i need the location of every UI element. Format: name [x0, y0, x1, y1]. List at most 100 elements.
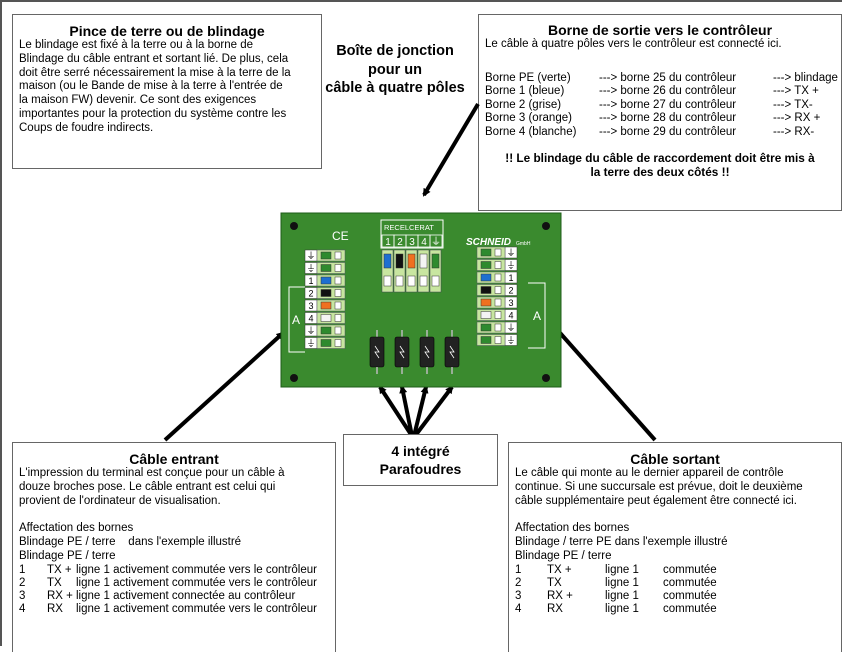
terminal-cell: Borne 2 (grise): [485, 98, 562, 111]
text-line: continue. Si une succursale est prévue, …: [515, 480, 803, 493]
clamp-lever: [431, 275, 440, 287]
wire-end: [480, 273, 492, 282]
surge-arrester: [444, 330, 460, 374]
clamp-lever: [494, 298, 502, 307]
row-description: ligne 1 activement connectée au contrôle…: [76, 589, 296, 602]
row-line: ligne 1: [605, 602, 639, 615]
text-line: douze broches pose. Le câble entrant est…: [19, 480, 276, 493]
row-signal: TX: [547, 576, 562, 589]
terminal-block: ⏚: [304, 324, 346, 337]
wire-end: [480, 323, 492, 332]
text-line: Affectation des bornes: [19, 522, 134, 535]
incoming-row: 3 RX + ligne 1 activement connectée au c…: [13, 590, 335, 603]
arrow-outgoing-to-board: [551, 323, 657, 442]
outgoing-cable-title: Câble sortant: [630, 451, 720, 467]
warning-line: la terre des deux côtés !!: [590, 165, 730, 180]
shield-clamp-text: Le blindage est fixé à la terre ou à la …: [13, 39, 321, 136]
terminal-cell: Borne 3 (orange): [485, 112, 572, 125]
outgoing-row: 1 TX + ligne 1 commutée: [509, 564, 841, 577]
text-line: doit être serré nécessairement la mise à…: [19, 66, 291, 79]
arrow-output-to-board: [422, 102, 480, 197]
clamp-lever: [494, 261, 502, 269]
mounting-hole: [290, 222, 298, 230]
brand-suffix: GmbH: [516, 241, 531, 247]
terminal-cell: Borne 1 (bleue): [485, 85, 565, 98]
arrow-surge-4: [413, 385, 454, 438]
terminal-block: 1: [476, 271, 518, 284]
row-description: ligne 1 activement commutée vers le cont…: [76, 576, 317, 589]
brand-logo: SCHNEID: [466, 237, 511, 248]
arrow-incoming-to-board: [163, 331, 285, 442]
title-line: câble à quatre pôles: [325, 80, 465, 96]
clamp-lever: [334, 339, 342, 347]
text-line: Blindage PE / terre: [19, 549, 116, 562]
junction-box-title: Boîte de jonction pour un câble à quatre…: [322, 42, 468, 98]
outgoing-cable-box: Câble sortant Le câble qui monte au le d…: [508, 442, 842, 652]
text-line: Le câble qui monte au le dernier apparei…: [515, 467, 784, 479]
terminal-block: 4: [304, 312, 346, 324]
title-line: Boîte de jonction: [336, 43, 454, 59]
signal-cell: ---> RX-: [773, 125, 815, 138]
clamp-lever: [494, 323, 502, 332]
row-number: 2: [515, 576, 522, 589]
wire-end: [320, 339, 332, 347]
arrow-surge-3: [412, 385, 429, 437]
row-signal: RX +: [547, 589, 573, 602]
wire-end: [320, 314, 332, 322]
row-signal: TX +: [547, 563, 572, 576]
wire-end: [419, 253, 428, 269]
text-line: importantes pour la protection du systèm…: [19, 107, 287, 120]
header-label-box: [380, 219, 444, 249]
terminal-cell: Borne PE (verte): [485, 71, 571, 84]
terminal-block: ⏚: [476, 246, 518, 259]
wire-end: [480, 336, 492, 344]
wire-end: [320, 276, 332, 285]
header-number: 2: [397, 237, 403, 248]
terminal-label: ⏚: [506, 336, 515, 346]
terminal-label: ⏚: [506, 248, 515, 258]
incoming-row: 2 TX ligne 1 activement commutée vers le…: [13, 577, 335, 590]
outgoing-row: 3 RX + ligne 1 commutée: [509, 590, 841, 603]
terminal-block: ⏚: [304, 262, 346, 274]
clamp-lever: [395, 275, 404, 287]
header-number-cell: [429, 234, 443, 248]
ce-mark: CE: [332, 229, 349, 243]
terminal-block: ⏚: [476, 259, 518, 271]
outgoing-row: 2 TX ligne 1 commutée: [509, 577, 841, 590]
terminal-label: 3: [508, 298, 513, 308]
mounting-hole: [542, 374, 550, 382]
terminal-block: ⏚: [304, 249, 346, 262]
wire-end: [383, 253, 392, 269]
terminal-label: 1: [508, 273, 513, 283]
terminal-label: ⏚: [306, 264, 315, 274]
row-line: ligne 1: [605, 576, 639, 589]
clamp-lever: [334, 264, 342, 272]
outgoing-cable-text: Le câble qui monte au le dernier apparei…: [509, 467, 841, 564]
mounting-hole: [542, 222, 550, 230]
arrow-surge-2: [399, 385, 414, 437]
terminal-cell: Borne 4 (blanche): [485, 125, 577, 138]
row-number: 2: [19, 576, 26, 589]
wire-end: [320, 264, 332, 272]
wire-end: [480, 311, 492, 319]
row-state: commutée: [663, 576, 717, 589]
header-number: ⏚: [431, 236, 441, 248]
header-number: 1: [385, 237, 391, 248]
terminal-label: ⏚: [506, 323, 515, 333]
terminal-block: ⏚: [476, 334, 518, 346]
arrow-surge-1: [378, 385, 414, 438]
signal-cell: ---> blindage: [773, 71, 838, 84]
wire-end: [320, 251, 332, 260]
terminal-label: 4: [308, 314, 313, 324]
text-line: Affectation des bornes: [515, 522, 630, 535]
wire-end: [395, 253, 404, 269]
row-signal: RX: [547, 602, 563, 615]
terminal-block: 3: [476, 296, 518, 309]
controller-output-box: Borne de sortie vers le contrôleur Le câ…: [478, 14, 842, 211]
table-row: Borne 4 (blanche)---> borne 29 du contrô…: [485, 126, 838, 140]
surge-arrester: [419, 330, 435, 374]
clamp-lever: [334, 301, 342, 310]
text-line: Le blindage est fixé à la terre ou à la …: [19, 39, 253, 51]
row-signal: TX: [47, 576, 62, 589]
